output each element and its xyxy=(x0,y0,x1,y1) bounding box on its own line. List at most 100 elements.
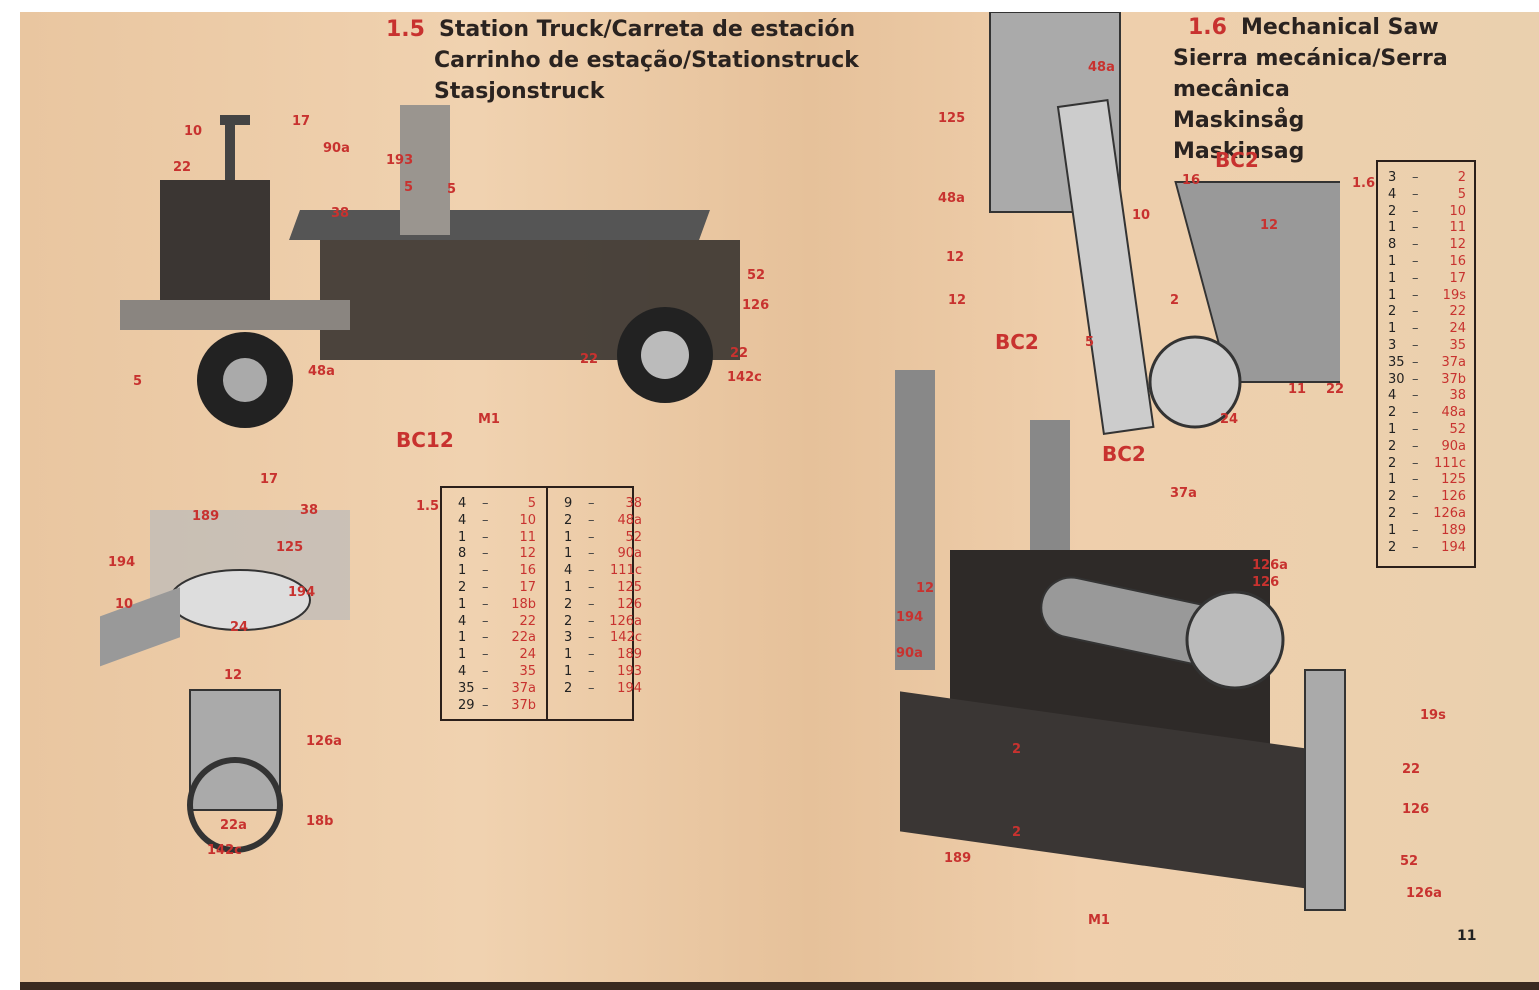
dash: – xyxy=(588,630,595,646)
parts-row: 2–22 xyxy=(1388,304,1466,321)
dash: – xyxy=(588,579,595,595)
part-number: 22 xyxy=(519,613,536,629)
callout-bc2: BC2 xyxy=(1102,442,1146,466)
callout: 38 xyxy=(331,206,350,221)
dash: – xyxy=(588,680,595,696)
parts-row: 1–11 xyxy=(1388,220,1466,237)
callout: 12 xyxy=(1260,218,1279,233)
part-number: 111c xyxy=(1434,455,1466,471)
part-number: 35 xyxy=(1449,337,1466,353)
parts-row: 2–126 xyxy=(1388,489,1466,506)
title-line: Carrinho de estação/Stationstruck xyxy=(434,48,859,73)
parts-row: 1–24 xyxy=(1388,321,1466,338)
dash: – xyxy=(588,596,595,612)
part-number: 52 xyxy=(625,529,642,545)
callout: 194 xyxy=(896,610,924,625)
quantity: 1 xyxy=(564,579,573,595)
part-number: 52 xyxy=(1449,421,1466,437)
quantity: 1 xyxy=(458,630,467,646)
callout: 22 xyxy=(1402,762,1421,777)
parts-row: 2–126a xyxy=(1388,506,1466,523)
dash: – xyxy=(482,663,489,679)
quantity: 1 xyxy=(1388,220,1397,236)
part-number: 90a xyxy=(617,546,642,562)
dash: – xyxy=(482,697,489,713)
parts-row: 1–17 xyxy=(1388,271,1466,288)
part-number: 11 xyxy=(519,529,536,545)
callout: 126 xyxy=(742,298,770,313)
callout: 90a xyxy=(323,141,350,156)
quantity: 2 xyxy=(1388,203,1397,219)
part-number: 37a xyxy=(511,680,536,696)
parts-row: 4–5 xyxy=(458,496,536,513)
callout: 189 xyxy=(192,509,220,524)
quantity: 2 xyxy=(1388,304,1397,320)
part-number: 194 xyxy=(1441,539,1466,555)
quantity: 2 xyxy=(458,579,467,595)
part-number: 12 xyxy=(1449,237,1466,253)
quantity: 2 xyxy=(1388,455,1397,471)
parts-row: 1–52 xyxy=(564,530,642,547)
part-number: 37b xyxy=(1441,371,1466,387)
dash: – xyxy=(1412,304,1419,320)
callout: 52 xyxy=(747,268,766,283)
wheel-assembly-illustration xyxy=(100,510,350,853)
dash: – xyxy=(1412,438,1419,454)
quantity: 35 xyxy=(1388,354,1405,370)
dash: – xyxy=(1412,337,1419,353)
dash: – xyxy=(1412,203,1419,219)
part-number: 38 xyxy=(1449,388,1466,404)
quantity: 1 xyxy=(458,563,467,579)
part-number: 111c xyxy=(610,563,642,579)
callout: 5 xyxy=(447,182,457,197)
quantity: 1 xyxy=(1388,472,1397,488)
part-number: 126 xyxy=(617,596,642,612)
callout: 12 xyxy=(946,250,965,265)
callout-bc2: BC2 xyxy=(1215,148,1259,172)
parts-row: 2–126 xyxy=(564,597,642,614)
dash: – xyxy=(482,630,489,646)
dash: – xyxy=(482,596,489,612)
parts-row: 2–48a xyxy=(564,513,642,530)
dash: – xyxy=(482,496,489,511)
parts-row: 4–38 xyxy=(1388,388,1466,405)
parts-row: 2–48a xyxy=(1388,405,1466,422)
callout: 194 xyxy=(288,585,316,600)
dash: – xyxy=(482,647,489,663)
table-1-5-label: 1.5 xyxy=(416,499,440,514)
callout: 193 xyxy=(386,153,414,168)
part-number: 5 xyxy=(527,496,536,511)
callout: 10 xyxy=(184,124,203,139)
title-line: Sierra mecánica/Serra mecânica xyxy=(1173,46,1448,102)
dash: – xyxy=(588,663,595,679)
quantity: 4 xyxy=(458,613,467,629)
callout: 22 xyxy=(730,346,749,361)
part-number: 5 xyxy=(1457,186,1466,202)
title-line: Maskinsåg xyxy=(1173,108,1305,133)
callout: 37a xyxy=(1170,486,1197,501)
quantity: 1 xyxy=(564,663,573,679)
parts-row: 1–16 xyxy=(458,563,536,580)
parts-row: 2–194 xyxy=(1388,540,1466,557)
callout: 126a xyxy=(1406,886,1442,901)
quantity: 30 xyxy=(1388,371,1405,387)
part-number: 24 xyxy=(519,647,536,663)
part-number: 12 xyxy=(519,546,536,562)
dash: – xyxy=(1412,270,1419,286)
dash: – xyxy=(1412,472,1419,488)
part-number: 125 xyxy=(1441,472,1466,488)
part-number: 194 xyxy=(617,680,642,696)
part-number: 193 xyxy=(617,663,642,679)
callout: 16 xyxy=(1182,173,1201,188)
parts-row: 1–189 xyxy=(1388,523,1466,540)
quantity: 8 xyxy=(458,546,467,562)
parts-row: 1–11 xyxy=(458,530,536,547)
parts-row: 3–35 xyxy=(1388,338,1466,355)
dash: – xyxy=(1412,371,1419,387)
callout: 125 xyxy=(276,540,304,555)
callout: 189 xyxy=(944,851,972,866)
parts-row: 1– 125 xyxy=(1388,472,1466,489)
